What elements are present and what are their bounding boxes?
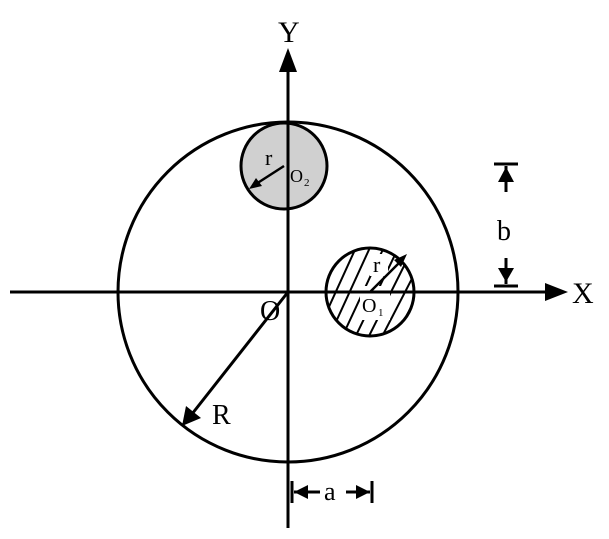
top-center-label: O: [290, 166, 303, 186]
top-center-subscript: 2: [304, 177, 310, 189]
x-axis-label: X: [572, 277, 594, 310]
dim-a-label: a: [324, 477, 336, 506]
dim-b-bottom-arrowhead: [498, 268, 514, 282]
right-radius-label-bg: [370, 254, 388, 276]
top-radius-arrowhead: [249, 178, 262, 189]
right-radius-arrowhead: [394, 254, 407, 267]
right-radius-label: r: [373, 252, 381, 277]
y-axis-arrowhead: [279, 48, 297, 72]
right-center-label: O: [362, 295, 376, 317]
top-radius-line: [255, 164, 285, 186]
right-center-subscript: 1: [378, 307, 384, 319]
dim-b-top-arrowhead: [498, 167, 514, 182]
dim-a-right-arrowhead: [356, 485, 370, 499]
dim-b-label: b: [497, 216, 511, 247]
big-radius-arrowhead: [182, 406, 201, 426]
top-radius-label: r: [265, 145, 273, 170]
big-radius-line: [190, 291, 290, 415]
x-axis-arrowhead: [545, 283, 568, 301]
y-axis-label: Y: [278, 16, 300, 49]
right-radius-line: [369, 261, 401, 293]
origin-label: O: [260, 296, 280, 327]
big-radius-label: R: [212, 400, 231, 431]
